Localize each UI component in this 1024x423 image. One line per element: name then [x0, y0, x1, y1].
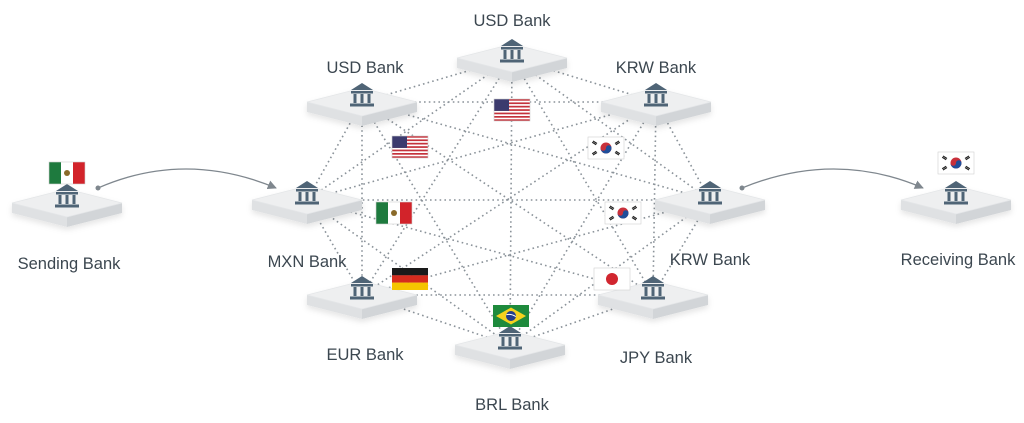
- brl-bank-label: BRL Bank: [475, 396, 549, 414]
- mesh-link-usd_top-jpy: [511, 57, 654, 296]
- mesh-link-jpy-mxn: [306, 199, 654, 296]
- sending-transfer-arrow: [97, 168, 277, 190]
- bank-building-icon: [498, 326, 522, 350]
- bank-building-icon: [944, 181, 968, 205]
- kr-flag-icon: [937, 151, 975, 175]
- kr-flag-icon: [604, 201, 642, 225]
- mesh-link-jpy-usd_left: [361, 101, 654, 296]
- eur-bank-label: EUR Bank: [326, 346, 404, 364]
- bank-building-icon: [295, 181, 319, 205]
- mesh-link-krw_top-brl: [509, 101, 657, 346]
- usd-top-bank-node: [456, 43, 568, 82]
- usd-bank-top-label: USD Bank: [473, 12, 551, 30]
- jp-flag-icon: [593, 267, 631, 291]
- bank-building-icon: [55, 184, 79, 208]
- eur-bank-node: [306, 280, 418, 319]
- sending-arrow-start-dot: [95, 185, 101, 191]
- mesh-link-krw_top-eur: [361, 101, 657, 296]
- us-flag-icon: [391, 135, 429, 159]
- bank-building-icon: [500, 39, 524, 63]
- brl-bank-node: [454, 330, 566, 369]
- krw-bank-right-label: KRW Bank: [670, 251, 751, 269]
- receiving-arrow-start-dot: [739, 185, 745, 191]
- mesh-link-usd_top-krw_right: [511, 57, 711, 201]
- mx-flag-icon: [375, 201, 413, 225]
- krw-bank-top-label: KRW Bank: [616, 59, 697, 77]
- mesh-link-krw_right-jpy: [652, 199, 711, 296]
- br-flag-icon: [492, 304, 530, 328]
- sending-bank-label: Sending Bank: [18, 255, 121, 273]
- jpy-bank-label: JPY Bank: [620, 349, 693, 367]
- kr-flag-icon: [587, 136, 625, 160]
- mesh-link-krw_top-jpy: [652, 101, 657, 296]
- mesh-link-usd_top-mxn: [306, 57, 513, 201]
- krw-top-bank-node: [600, 87, 712, 126]
- mxn-bank-node: [251, 185, 363, 224]
- bank-building-icon: [698, 181, 722, 205]
- usd-left-bank-node: [306, 87, 418, 126]
- de-flag-icon: [392, 268, 428, 290]
- bank-building-icon: [641, 276, 665, 300]
- bank-building-icon: [644, 83, 668, 107]
- mxn-bank-label: MXN Bank: [268, 253, 348, 271]
- receiving-transfer-arrow: [741, 168, 924, 189]
- mx-flag-icon: [48, 161, 86, 185]
- usd-bank-left-label: USD Bank: [326, 59, 404, 77]
- mesh-link-brl-mxn: [306, 199, 511, 346]
- mesh-link-usd_top-eur: [361, 57, 513, 296]
- us-flag-icon: [493, 98, 531, 122]
- bank-building-icon: [350, 276, 374, 300]
- bank-building-icon: [350, 83, 374, 107]
- sending-bank-node: [11, 188, 123, 227]
- receiving-bank-label: Receiving Bank: [901, 251, 1016, 269]
- krw-right-bank-node: [654, 185, 766, 224]
- receiving-bank-node: [900, 185, 1012, 224]
